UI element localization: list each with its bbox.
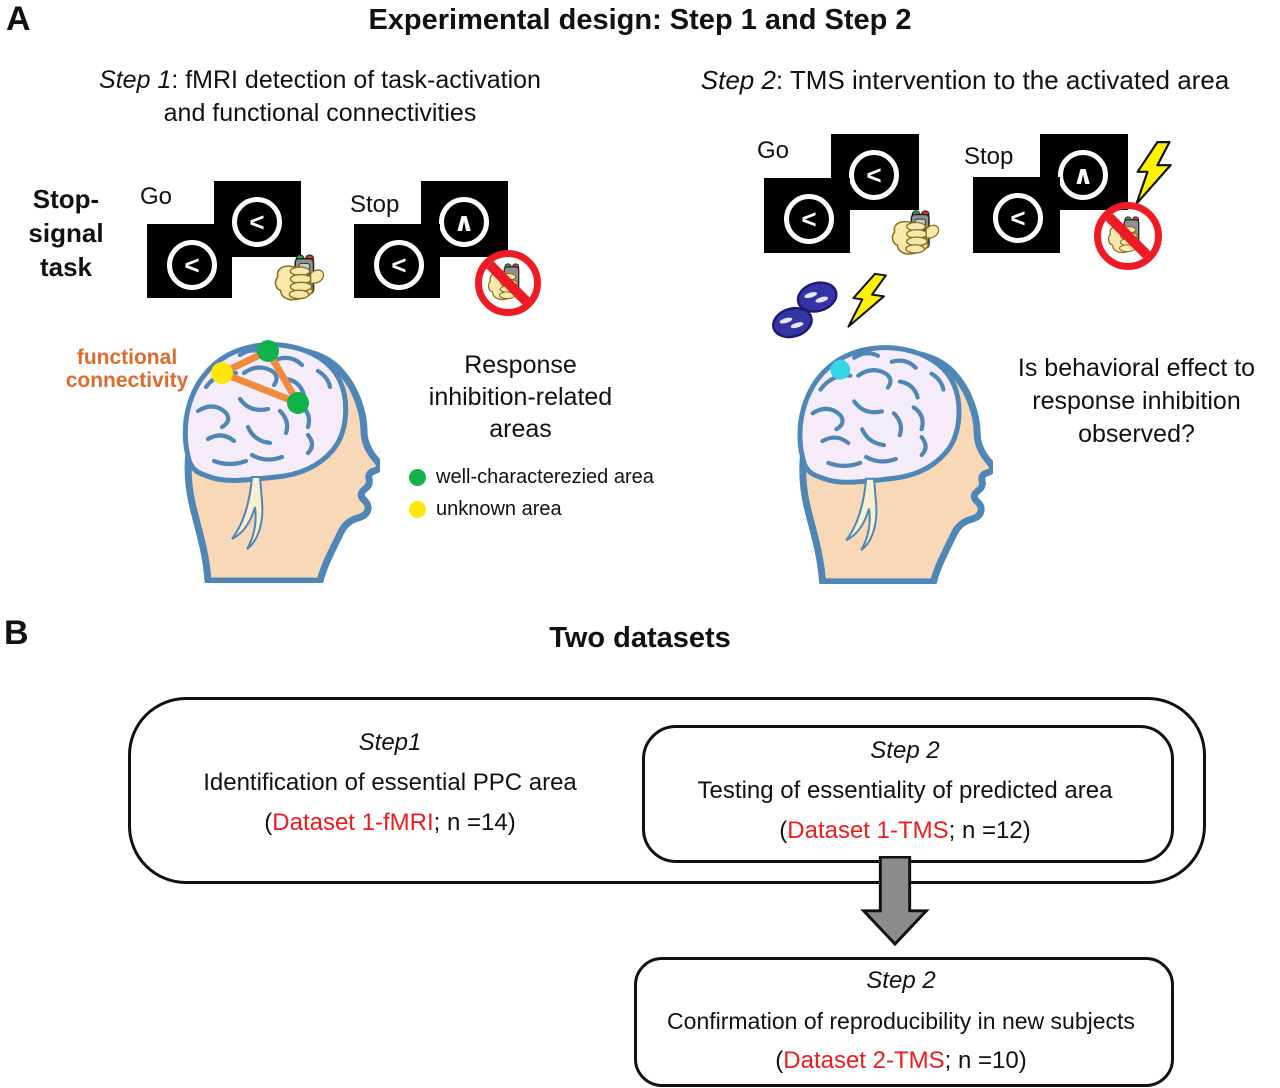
panel-b-label: B [4, 614, 29, 652]
step2-word: Step 2 [700, 65, 776, 95]
unknown-area-dot [211, 362, 233, 384]
paren-open: ( [779, 817, 788, 844]
box2-step: Step 2 [870, 737, 940, 764]
well-characterized-area-dot [287, 392, 309, 414]
left-arrow-stimulus-icon: < [232, 197, 282, 247]
go-screen-lower-left-panel: < [147, 224, 232, 298]
box3-dataset-name: Dataset 2-TMS [783, 1047, 945, 1074]
behavioral-question: Is behavioral effect to response inhibit… [993, 352, 1280, 451]
box1-line: Identification of essential PPC area [203, 769, 577, 796]
paren-open: ( [775, 1047, 784, 1074]
areas-heading-line3: areas [489, 415, 552, 443]
stop-screen-upper-right-panel: ∧ [1040, 134, 1128, 210]
response-device-hand-icon [891, 210, 940, 255]
functional-connectivity-label: functional connectivity [52, 346, 202, 392]
question-line2: response inhibition [1032, 387, 1241, 415]
box2-line: Testing of essentiality of predicted are… [697, 777, 1113, 804]
conn-label-line1: functional [76, 346, 178, 369]
legend-item-well-characterized: well-characterezied area [409, 464, 654, 490]
step2-rest: : TMS intervention to the activated area [775, 65, 1230, 95]
panel-b-title: Two datasets [549, 622, 731, 654]
go-label-right: Go [757, 137, 790, 164]
panel-a-label: A [6, 0, 31, 38]
tms-target-dot [830, 359, 851, 380]
dataset2-tms-box [634, 957, 1174, 1087]
conn-label-line2: connectivity [65, 369, 189, 392]
dataset1-fmri-text: Step1 Identification of essential PPC ar… [150, 723, 630, 843]
box1-dataset-line: (Dataset 1-fMRI; n =14) [150, 803, 630, 843]
box3-dataset-line: (Dataset 2-TMS; n =10) [634, 1041, 1168, 1081]
areas-heading-line1: Response [464, 351, 577, 379]
flow-down-arrow-icon [860, 856, 930, 946]
stop-label-left: Stop [350, 191, 400, 218]
brain-gyri [195, 348, 333, 467]
step1-word: Step 1 [99, 66, 172, 94]
well-characterized-area-dot [257, 340, 279, 362]
brainstem [845, 477, 878, 551]
task-label-line3: task [39, 252, 93, 282]
no-response-prohibition-icon [475, 250, 541, 316]
green-area-dot-icon [409, 468, 426, 486]
box1-dataset-name: Dataset 1-fMRI [272, 809, 434, 836]
task-label-line2: signal [28, 218, 104, 248]
go-screen-lower-right-panel: < [764, 178, 850, 253]
left-arrow-stimulus-icon: < [167, 240, 217, 290]
response-device-hand-icon [274, 254, 325, 301]
left-arrow-stimulus-icon: < [374, 240, 424, 290]
legend-item-unknown: unknown area [409, 496, 562, 522]
brainstem [231, 476, 264, 550]
left-arrow-stimulus-icon: < [784, 194, 834, 244]
tms-pulse-lightning-icon [1135, 141, 1172, 205]
stop-signal-task-label: Stop- signal task [10, 182, 122, 284]
tms-pulse-lightning-icon [847, 272, 887, 328]
step2-subtitle: Step 2: TMS intervention to the activate… [650, 64, 1280, 97]
areas-heading-line2: inhibition-related [428, 383, 613, 411]
up-arrow-stimulus-icon: ∧ [439, 197, 489, 247]
no-response-prohibition-icon [1094, 202, 1162, 270]
panel-a-title: Experimental design: Step 1 and Step 2 [368, 4, 912, 36]
yellow-area-dot-icon [409, 500, 426, 518]
stop-label-right: Stop [964, 143, 1014, 170]
stop-screen-lower-left-panel: < [354, 224, 440, 298]
box2-dataset-n: ; n =12) [948, 817, 1031, 844]
step1-line2: and functional connectivities [163, 99, 477, 127]
dataset1-tms-text: Step 2 Testing of essentiality of predic… [642, 731, 1168, 851]
box2-dataset-name: Dataset 1-TMS [787, 817, 949, 844]
dataset2-tms-text: Step 2 Confirmation of reproducibility i… [634, 961, 1168, 1081]
legend-label: unknown area [436, 497, 562, 520]
left-arrow-stimulus-icon: < [993, 193, 1043, 243]
stop-screen-lower-right-panel: < [973, 177, 1060, 253]
head-profile-step1 [182, 340, 380, 583]
legend-label: well-characterezied area [436, 465, 654, 488]
head-profile-step2 [797, 345, 993, 584]
box3-line: Confirmation of reproducibility in new s… [667, 1008, 1135, 1034]
tms-coil-icon [772, 281, 838, 339]
question-line1: Is behavioral effect to [1017, 354, 1256, 382]
up-arrow-stimulus-icon: ∧ [1058, 150, 1108, 200]
left-arrow-stimulus-icon: < [849, 150, 899, 200]
box1-step: Step1 [358, 729, 422, 756]
paren-open: ( [264, 809, 273, 836]
box1-dataset-n: ; n =14) [433, 809, 516, 836]
question-line3: observed? [1078, 420, 1195, 448]
go-label-left: Go [140, 183, 173, 210]
step1-subtitle: Step 1: fMRI detection of task-activatio… [30, 64, 610, 130]
box2-dataset-line: (Dataset 1-TMS; n =12) [642, 811, 1168, 851]
task-label-line1: Stop- [32, 184, 100, 214]
areas-heading: Response inhibition-related areas [398, 349, 643, 445]
box3-dataset-n: ; n =10) [944, 1047, 1027, 1074]
step1-rest: : fMRI detection of task-activation [171, 66, 541, 94]
box3-step: Step 2 [866, 967, 936, 994]
